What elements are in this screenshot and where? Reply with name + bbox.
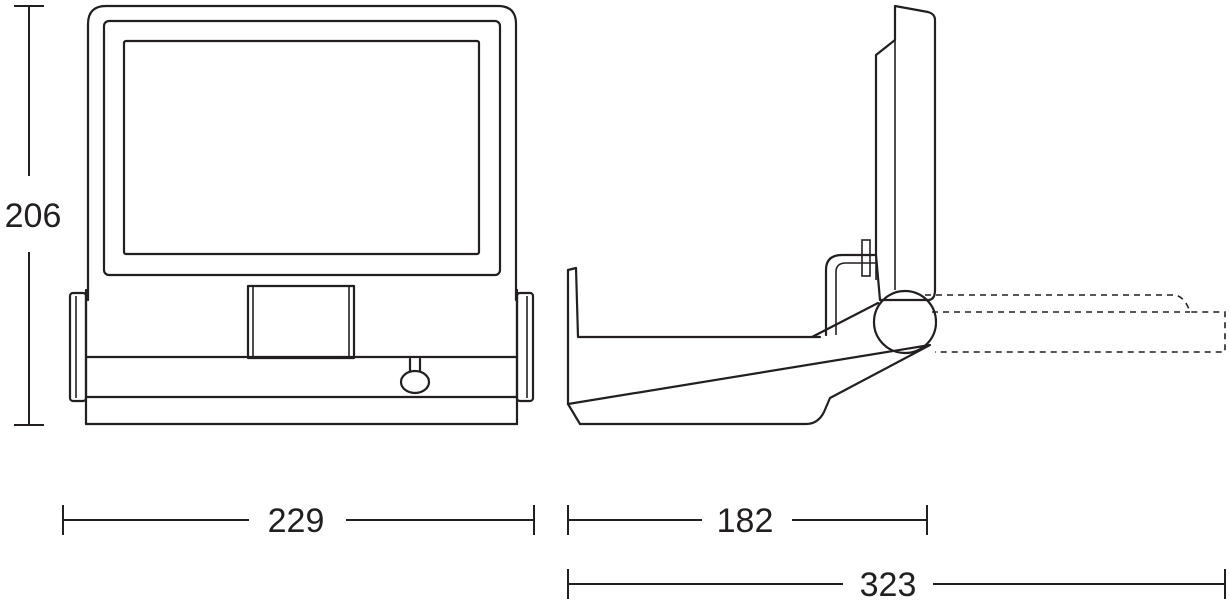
front-view — [68, 4, 535, 426]
dimension-front-width: 229 — [62, 502, 535, 540]
front-inner-frame — [102, 19, 502, 277]
side-base-bracket — [566, 266, 932, 426]
dim-height-label: 206 — [5, 197, 62, 235]
front-right-bracket — [515, 291, 535, 403]
front-cable — [408, 357, 422, 373]
side-pivot-knob — [872, 289, 938, 355]
front-lens-window — [122, 39, 481, 256]
side-lamp-housing — [874, 4, 937, 302]
dim-front-width-label: 229 — [268, 502, 325, 540]
dimension-height: 206 — [5, 5, 62, 426]
front-left-bracket — [68, 291, 88, 403]
front-cable-gland — [399, 369, 431, 395]
front-housing-outline — [86, 4, 518, 302]
side-cable-clip — [861, 239, 871, 277]
front-sensor-box — [246, 284, 356, 360]
side-cable-loop — [824, 253, 878, 337]
side-arm-dashed-position — [925, 294, 1226, 353]
dim-side-total-label: 323 — [860, 566, 917, 603]
side-view — [566, 4, 1226, 426]
dimension-side-total: 323 — [567, 566, 1226, 603]
side-cable-loop-inner — [835, 262, 876, 335]
dimension-side-depth: 182 — [567, 502, 928, 540]
dim-side-depth-label: 182 — [717, 502, 774, 540]
